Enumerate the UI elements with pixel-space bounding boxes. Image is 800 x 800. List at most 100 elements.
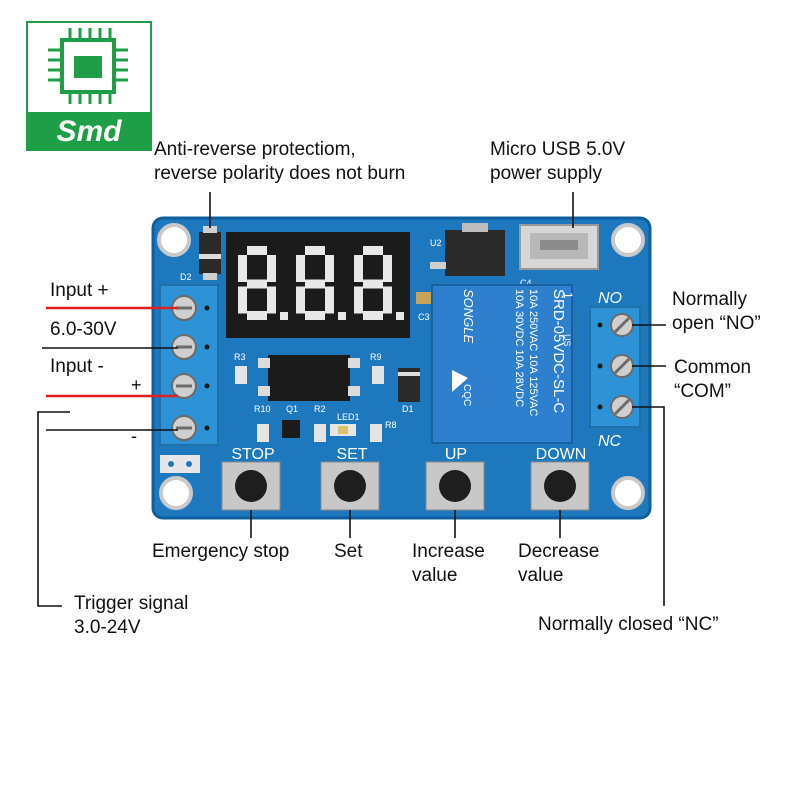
silk-r3: R3	[234, 352, 246, 362]
smd-logo: Smd	[26, 21, 152, 151]
output-terminal-block	[589, 306, 641, 428]
digit-2-segment-b	[325, 255, 334, 282]
usb-line-1: Micro USB 5.0V	[490, 139, 626, 160]
voltage-range-label: 6.0-30V	[50, 319, 117, 340]
silk-q1: Q1	[286, 404, 298, 414]
relay-cert: CQC	[461, 384, 472, 406]
diode-d1	[398, 368, 420, 402]
digit-3-segment-c	[383, 286, 392, 314]
logo-text: Smd	[56, 115, 122, 148]
digit-2-segment-f	[296, 255, 305, 282]
digit-1-segment-a	[247, 246, 267, 255]
digit-3-segment-d	[363, 311, 383, 320]
digit-3-segment-g	[363, 279, 383, 289]
input-minus-label: Input -	[50, 356, 104, 377]
silk-r9: R9	[370, 352, 382, 362]
regulator-u2	[430, 223, 505, 276]
button-stop[interactable]	[221, 461, 281, 511]
leader-lines	[37, 192, 666, 607]
normally-closed-label: Normally closed “NC”	[538, 614, 719, 635]
led1	[330, 424, 356, 436]
digit-2-segment-a	[305, 246, 325, 255]
set-label: Set	[334, 541, 363, 562]
input-plus-label: Input +	[50, 280, 109, 301]
digit-1-segment-d	[247, 311, 267, 320]
digit-1-segment-e	[238, 286, 247, 314]
relay-brand: SONGLE	[461, 289, 476, 344]
trigger-line-2: 3.0-24V	[74, 617, 141, 638]
digit-2-segment-c	[325, 286, 334, 314]
leader-nc	[632, 406, 665, 606]
decrease-label: Decrease value	[518, 540, 599, 588]
leader-trigger	[37, 411, 70, 607]
terminal-minus-label: -	[131, 426, 137, 446]
input-terminal-block	[159, 284, 219, 446]
mounting-holes	[157, 223, 645, 510]
silk-u2: U2	[430, 238, 442, 248]
digit-1-segment-g	[247, 279, 267, 289]
chip-icon	[48, 28, 128, 104]
anti-reverse-line-2: reverse polarity does not burn	[154, 163, 406, 184]
relay-number: 1	[561, 292, 575, 299]
transistor-q1	[282, 420, 300, 438]
anti-reverse-label: Anti-reverse protectiom, reverse polarit…	[154, 138, 405, 186]
songle-logo-icon	[452, 370, 468, 392]
terminal-plus-label: +	[131, 375, 142, 395]
relay-rating-2: 10A 30VDC 10A 28VDC	[513, 289, 525, 407]
trigger-pads	[160, 455, 200, 473]
digit-3-segment-e	[354, 286, 363, 314]
common-label: Common “COM”	[674, 356, 751, 404]
silk-led1: LED1	[337, 412, 360, 422]
digit-3-decimal-point	[396, 312, 404, 320]
capacitor-c3	[416, 292, 432, 304]
increase-line-2: value	[412, 565, 458, 586]
terminal-nc-label: NC	[598, 433, 622, 450]
digit-1-segment-f	[238, 255, 247, 282]
button-label-up: UP	[445, 446, 467, 463]
no-line-2: open “NO”	[672, 313, 761, 334]
silk-r8: R8	[385, 420, 397, 430]
usb-label: Micro USB 5.0V power supply	[490, 138, 625, 186]
button-label-stop: STOP	[231, 446, 274, 463]
optocoupler	[258, 355, 360, 401]
digit-1-segment-b	[267, 255, 276, 282]
red-wires	[46, 306, 178, 398]
digit-1-decimal-point	[280, 312, 288, 320]
emergency-stop-label: Emergency stop	[152, 541, 290, 562]
silk-c4: C4	[520, 278, 532, 288]
seven-segment-display	[226, 232, 410, 338]
diode-d2	[199, 226, 221, 280]
increase-line-1: Increase	[412, 541, 485, 562]
decrease-line-2: value	[518, 565, 564, 586]
com-line-2: “COM”	[674, 381, 731, 402]
anti-reverse-line-1: Anti-reverse protectiom,	[154, 139, 356, 160]
digit-1-segment-c	[267, 286, 276, 314]
button-down[interactable]	[530, 461, 590, 511]
digit-2-decimal-point	[338, 312, 346, 320]
digit-2-segment-g	[305, 279, 325, 289]
decrease-line-1: Decrease	[518, 541, 600, 562]
increase-label: Increase value	[412, 540, 485, 588]
usb-line-2: power supply	[490, 163, 602, 184]
com-line-1: Common	[674, 357, 752, 378]
button-set[interactable]	[320, 461, 380, 511]
relay-us: US	[562, 334, 572, 347]
silk-c3: C3	[418, 312, 430, 322]
trigger-label: Trigger signal 3.0-24V	[74, 592, 188, 640]
relay-rating-1: 10A 250VAC 10A 125VAC	[527, 289, 539, 416]
silk-r2: R2	[314, 404, 326, 414]
terminal-no-label: NO	[598, 290, 622, 307]
display-digits	[238, 246, 404, 320]
pcb-board: D2 U2 C3 C4	[131, 216, 652, 520]
relay-songle: SRD-05VDC-SL-C 10A 250VAC 10A 125VAC 10A…	[431, 284, 575, 444]
digit-3-segment-b	[383, 255, 392, 282]
button-up[interactable]	[425, 461, 485, 511]
digit-2-segment-e	[296, 286, 305, 314]
normally-open-label: Normally open “NO”	[672, 288, 761, 336]
micro-usb-port	[519, 224, 599, 270]
digit-3-segment-f	[354, 255, 363, 282]
button-label-set: SET	[336, 446, 367, 463]
button-label-down: DOWN	[536, 446, 587, 463]
